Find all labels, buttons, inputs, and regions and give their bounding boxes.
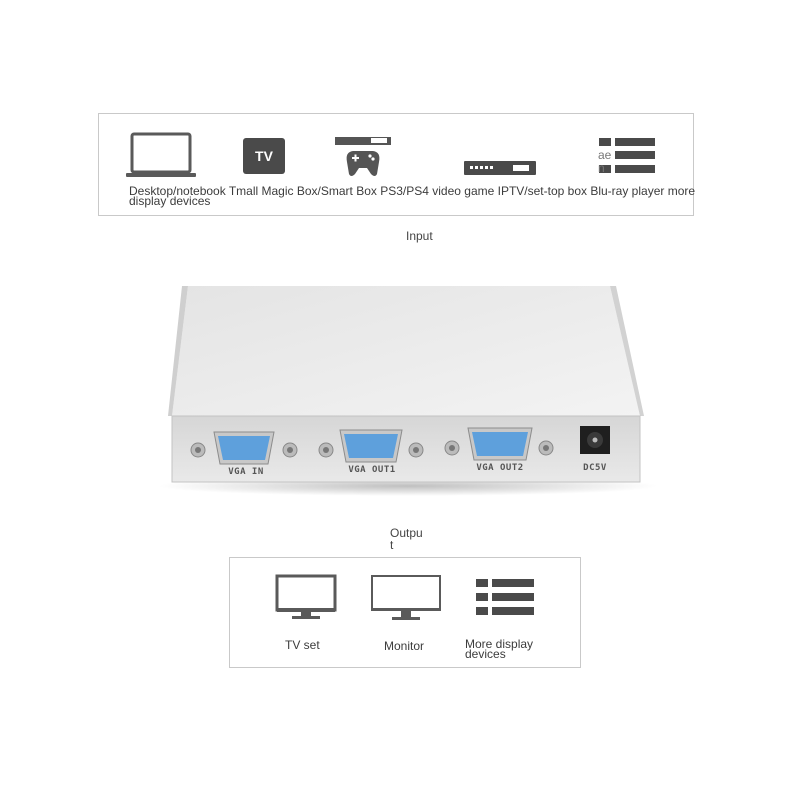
output-caption: Outpu t: [390, 526, 423, 552]
vga-out1-port: VGA OUT1: [318, 429, 424, 475]
input-device-labels-line2: display devices: [129, 194, 211, 208]
vga-out1-label: VGA OUT1: [348, 465, 395, 475]
dc5v-label: DC5V: [583, 463, 607, 473]
vga-out2-port: VGA OUT2: [444, 427, 554, 473]
more-devices-label: More display devices: [465, 637, 534, 661]
monitor-icon: [371, 575, 441, 620]
tv-set-label: TV set: [285, 638, 320, 652]
input-devices-panel: TV ae n Desktop/notebook Tmall Magic Box…: [98, 113, 696, 216]
tv-icon: [275, 574, 337, 619]
vga-in-port: VGA IN: [190, 431, 298, 477]
blu-ray-icon: ae n: [597, 136, 657, 176]
blu-ray-icon-text: ae n: [598, 148, 612, 175]
dc5v-port: DC5V: [580, 426, 610, 473]
set-top-box-icon: [464, 161, 536, 175]
game-console-icon: [335, 137, 391, 176]
tv-box-icon: TV: [243, 138, 285, 174]
more-devices-icon: [476, 579, 534, 615]
vga-in-label: VGA IN: [228, 467, 264, 477]
vga-out2-label: VGA OUT2: [476, 463, 523, 473]
laptop-icon: [126, 132, 196, 177]
tv-box-icon-text: TV: [255, 148, 273, 164]
output-devices-panel: TV set Monitor More display devices: [229, 557, 581, 668]
input-caption: Input: [406, 229, 433, 243]
vga-splitter-device: VGA IN VGA OUT1 VGA OUT2 DC5V: [158, 286, 658, 496]
input-device-labels: Desktop/notebook Tmall Magic Box/Smart B…: [129, 184, 696, 198]
monitor-label: Monitor: [384, 639, 425, 653]
